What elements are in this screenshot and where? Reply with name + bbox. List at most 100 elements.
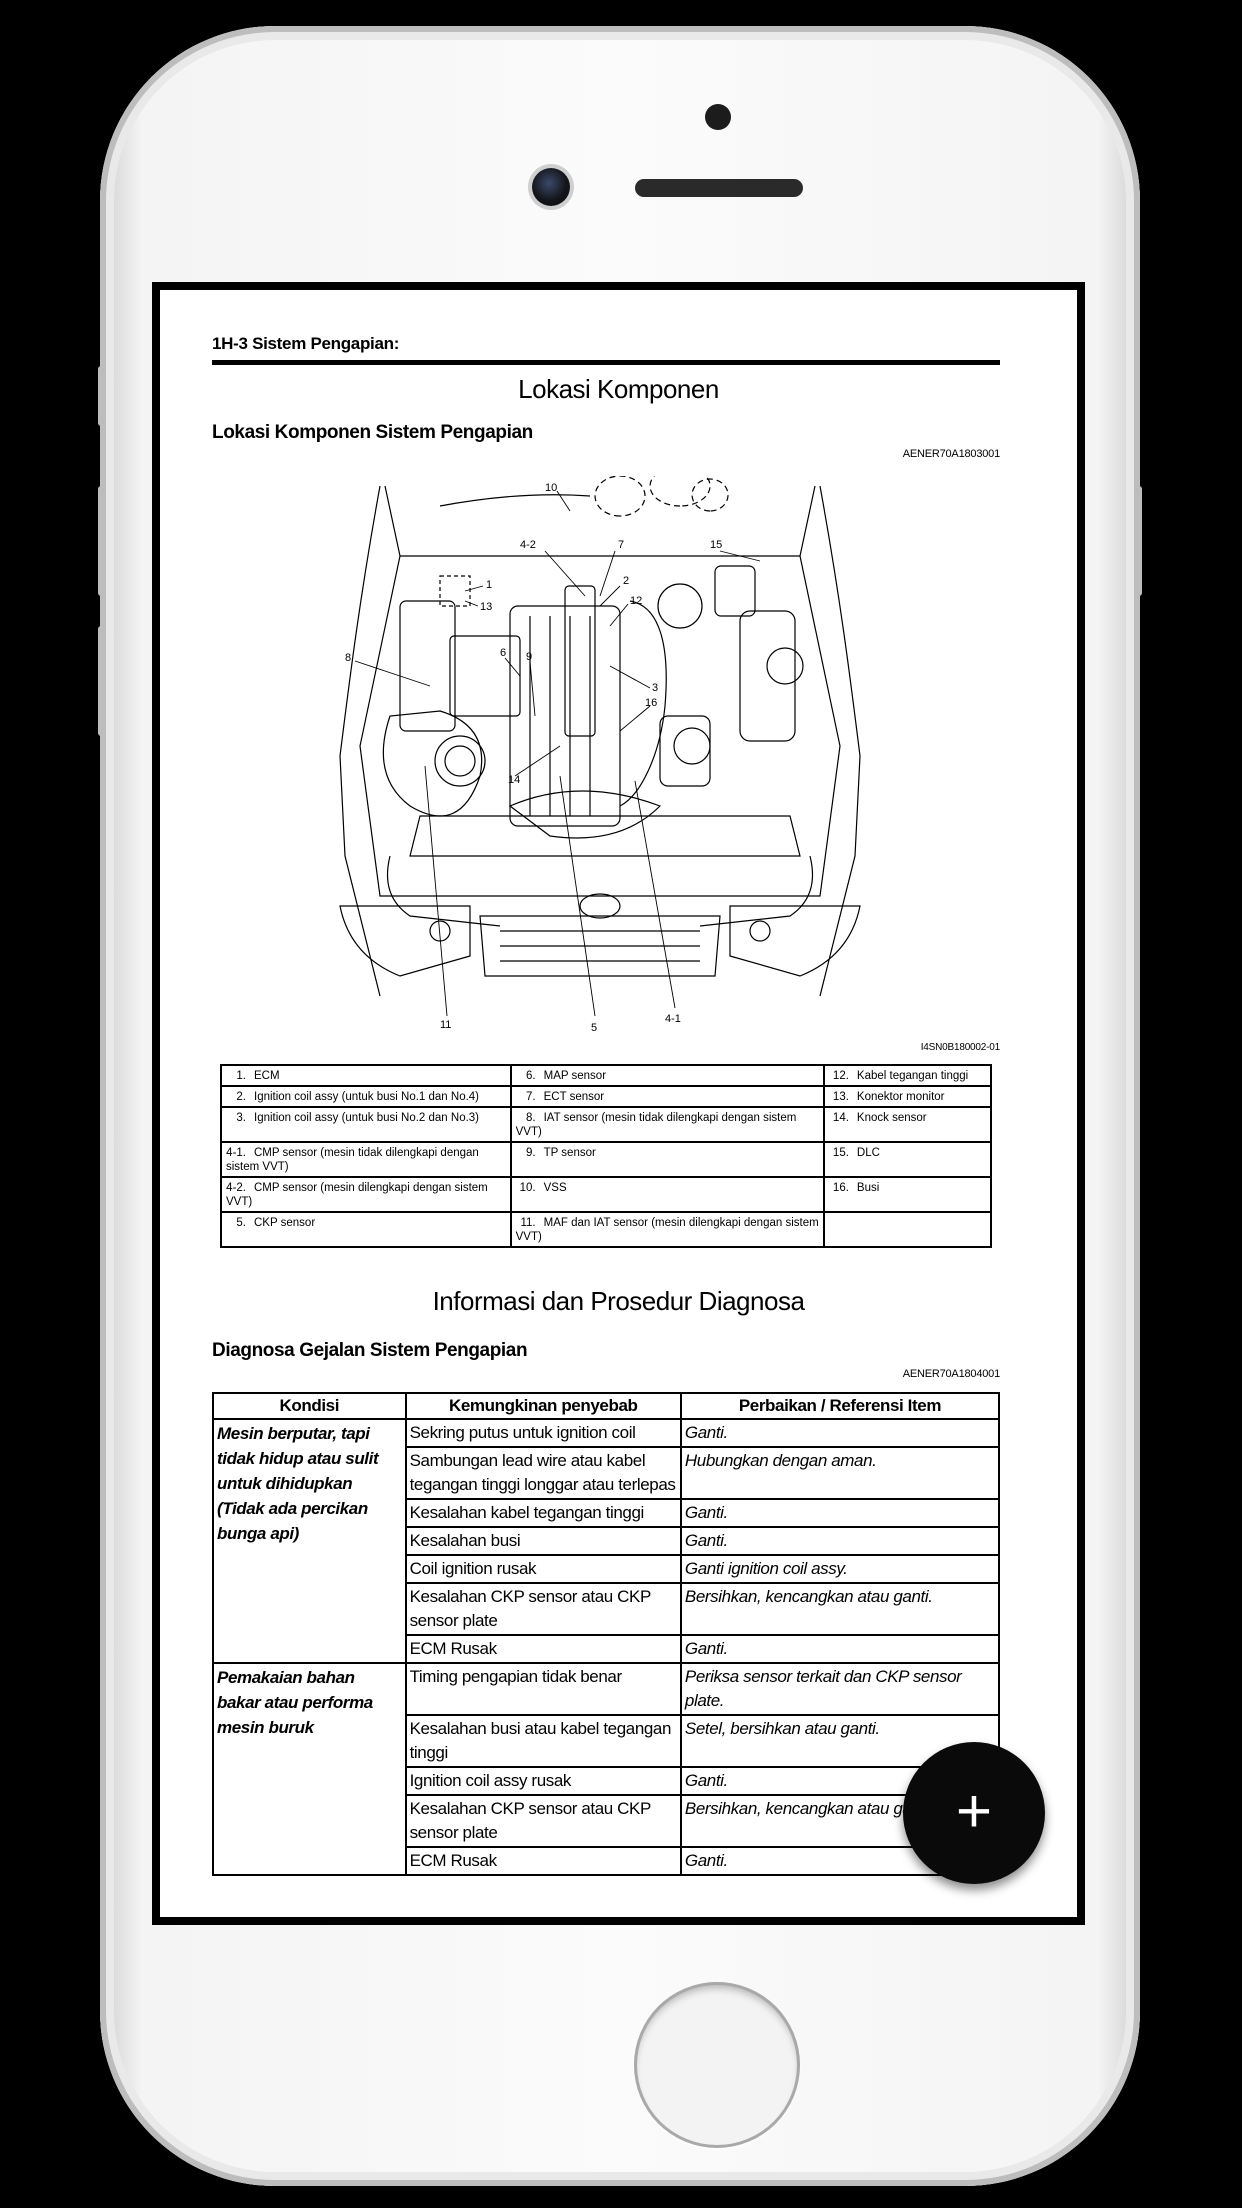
legend-text: DLC (856, 1147, 880, 1159)
legend-text: ECM (254, 1070, 280, 1082)
section-title-lokasi: Lokasi Komponen (518, 374, 719, 404)
legend-cell: 16. Busi (822, 1176, 993, 1213)
fix-cell: Ganti ignition coil assy. (679, 1554, 1001, 1584)
cause-cell: ECM Rusak (404, 1846, 682, 1876)
legend-cell: 1. ECM (220, 1064, 512, 1087)
legend-number: 16. (832, 1182, 849, 1194)
legend-cell: 8.IAT sensor (mesin tidak dilengkapi den… (509, 1106, 825, 1143)
component-legend-table: 1. ECM 6. MAP sensor 12.Kabel tegangan tingg… (220, 1064, 993, 1248)
legend-number: 6. (526, 1070, 536, 1082)
legend-cell: 4-2.CMP sensor (mesin dilengkapi dengan … (220, 1176, 512, 1213)
legend-text: Ignition coil assy (untuk busi No.1 dan … (254, 1091, 480, 1103)
fix-cell: Bersihkan, kencangkan atau ganti. (679, 1582, 1001, 1636)
legend-cell: 13.Konektor monitor (822, 1085, 993, 1108)
subsection-title-diagnosa: Diagnosa Gejalan Sistem Pengapian (212, 1340, 528, 1361)
fix-cell: Periksa sensor terkait dan CKP sensor pl… (679, 1662, 1001, 1716)
legend-cell: 15. DLC (822, 1141, 993, 1178)
cause-cell: Sekring putus untuk ignition coil (404, 1418, 682, 1448)
screen: 1H-3 Sistem Pengapian: Lokasi Komponen L… (152, 282, 1085, 1925)
legend-row: 5. CKP sensor 11.MAF dan IAT sensor (mesin… (220, 1211, 993, 1248)
diagnosis-table: Kondisi Kemungkinan penyebab Perbaikan /… (212, 1392, 1001, 1876)
front-camera (532, 168, 570, 206)
legend-cell: 9.TP sensor (509, 1141, 825, 1178)
legend-row: 1. ECM 6. MAP sensor 12.Kabel tegangan tingg… (220, 1064, 993, 1087)
callout-label: 8 (345, 652, 351, 664)
callout-label: 9 (526, 651, 532, 663)
legend-number: 8. (526, 1112, 536, 1124)
legend-text: MAF dan IAT sensor (mesin dilengkapi den… (515, 1217, 819, 1243)
proximity-sensor (705, 104, 731, 130)
legend-text: Ignition coil assy (untuk busi No.2 dan … (254, 1112, 480, 1124)
legend-cell: 2.Ignition coil assy (untuk busi No.1 da… (220, 1085, 512, 1108)
fix-cell: Ganti. (679, 1526, 1001, 1556)
callout-label: 12 (630, 595, 642, 607)
table-row: Pemakaian bahan bakar atau performa mesi… (212, 1662, 1001, 1876)
legend-text: Busi (856, 1182, 880, 1194)
legend-cell: 7. ECT sensor (509, 1085, 825, 1108)
legend-cell: 5. CKP sensor (220, 1211, 512, 1248)
fix-cell: Ganti. (679, 1418, 1001, 1448)
legend-text: Konektor monitor (856, 1091, 945, 1103)
legend-text: ECT sensor (543, 1091, 605, 1103)
legend-row: 4-2.CMP sensor (mesin dilengkapi dengan … (220, 1176, 993, 1213)
legend-text: Kabel tegangan tinggi (856, 1070, 969, 1082)
cause-cell: Timing pengapian tidak benar (404, 1662, 682, 1716)
legend-text: MAP sensor (543, 1070, 607, 1082)
legend-cell: 12.Kabel tegangan tinggi (822, 1064, 993, 1087)
legend-number: 4-1. (226, 1147, 246, 1159)
legend-text: CKP sensor (254, 1217, 316, 1229)
legend-row: 2.Ignition coil assy (untuk busi No.1 da… (220, 1085, 993, 1108)
subsection-title-lokasi: Lokasi Komponen Sistem Pengapian (212, 422, 533, 443)
cause-cell: Kesalahan CKP sensor atau CKP sensor pla… (404, 1794, 682, 1848)
cause-cell: Kesalahan busi (404, 1526, 682, 1556)
legend-cell (822, 1211, 993, 1248)
cause-cell: Coil ignition rusak (404, 1554, 682, 1584)
table-row: Kesalahan CKP sensor atau CKP sensor pla… (213, 1582, 1001, 1636)
cause-cell: Kesalahan kabel tegangan tinggi (404, 1498, 682, 1528)
document-page[interactable]: 1H-3 Sistem Pengapian: Lokasi Komponen L… (160, 290, 1077, 1917)
legend-text: TP sensor (543, 1147, 596, 1159)
legend-text: IAT sensor (mesin tidak dilengkapi denga… (515, 1112, 797, 1138)
volume-up-button (98, 486, 104, 596)
legend-number: 11. (520, 1217, 536, 1229)
fix-cell: Ganti. (679, 1498, 1001, 1528)
callout-label: 3 (652, 682, 658, 694)
home-button[interactable] (634, 1982, 800, 2148)
column-header: Kondisi (212, 1392, 407, 1420)
legend-cell: 6. MAP sensor (509, 1064, 825, 1087)
callout-label: 16 (645, 697, 657, 709)
legend-number: 3. (236, 1112, 246, 1124)
callout-label: 15 (710, 539, 722, 551)
legend-number: 15. (832, 1147, 849, 1159)
column-header: Perbaikan / Referensi Item (679, 1392, 1001, 1420)
callout-label: 6 (500, 647, 506, 659)
plus-icon: + (955, 1777, 993, 1846)
legend-number: 1. (236, 1070, 246, 1082)
add-fab-button[interactable]: + (903, 1742, 1045, 1884)
callout-label: 1 (486, 579, 492, 591)
legend-number: 5. (236, 1217, 246, 1229)
legend-text: Knock sensor (856, 1112, 927, 1124)
column-header: Kemungkinan penyebab (404, 1392, 682, 1420)
fix-cell: Ganti. (679, 1634, 1001, 1664)
engine-bay-diagram: 10 4-2 7 15 1 13 2 12 8 6 9 3 16 14 11 5… (339, 476, 861, 1034)
callout-label: 10 (545, 482, 557, 494)
legend-cell: 3. Ignition coil assy (untuk busi No.2 da… (220, 1106, 512, 1143)
legend-number: 7. (526, 1091, 536, 1103)
reference-code-lokasi: AENER70A1803001 (902, 448, 1000, 460)
condition-cell: Mesin berputar, tapi tidak hidup atau su… (212, 1418, 407, 1664)
legend-cell: 14.Knock sensor (822, 1106, 993, 1143)
legend-cell: 11.MAF dan IAT sensor (mesin dilengkapi … (509, 1211, 825, 1248)
reference-code-diagnosa: AENER70A1804001 (902, 1368, 1000, 1380)
callout-label: 4-2 (520, 539, 536, 551)
mute-switch (98, 366, 104, 426)
cause-cell: ECM Rusak (404, 1634, 682, 1664)
cause-cell: Sambungan lead wire atau kabel tegangan … (404, 1446, 682, 1500)
section-title-diagnosa: Informasi dan Prosedur Diagnosa (432, 1286, 805, 1316)
cause-cell: Kesalahan CKP sensor atau CKP sensor pla… (404, 1582, 682, 1636)
cause-cell: Kesalahan busi atau kabel tegangan tingg… (404, 1714, 682, 1768)
